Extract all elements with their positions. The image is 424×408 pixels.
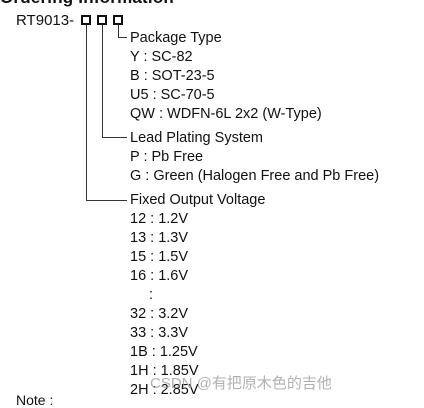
voltage-option-32: 32 : 3.2V <box>130 306 189 322</box>
voltage-option-2h: 2H : 2.85V <box>130 382 199 398</box>
plating-option-p: P : Pb Free <box>130 149 204 165</box>
voltage-option-16: 16 : 1.6V <box>130 268 189 284</box>
part-number: RT9013- <box>16 12 74 29</box>
voltage-option-33: 33 : 3.3V <box>130 325 189 341</box>
code-box-1 <box>81 15 91 25</box>
voltage-ellipsis: : <box>149 287 154 303</box>
voltage-option-12: 12 : 1.2V <box>130 211 189 227</box>
package-type-title: Package Type <box>130 30 222 46</box>
voltage-option-1h: 1H : 1.85V <box>130 363 199 379</box>
package-option-qw: QW : WDFN-6L 2x2 (W-Type) <box>130 106 322 122</box>
lead-plating-title: Lead Plating System <box>130 130 263 146</box>
output-voltage-title: Fixed Output Voltage <box>130 192 266 208</box>
watermark: CSDN @有把原木色的吉他 <box>150 375 332 392</box>
part-prefix: RT9013- <box>16 12 75 29</box>
plating-option-g: G : Green (Halogen Free and Pb Free) <box>130 168 380 184</box>
voltage-option-15: 15 : 1.5V <box>130 249 189 265</box>
note-label: Note : <box>16 392 54 408</box>
package-option-u5: U5 : SC-70-5 <box>130 87 215 103</box>
code-box-3 <box>113 15 123 25</box>
package-option-y: Y : SC-82 <box>130 49 193 65</box>
code-box-2 <box>97 15 107 25</box>
package-option-b: B : SOT-23-5 <box>130 68 215 84</box>
voltage-option-13: 13 : 1.3V <box>130 230 189 246</box>
voltage-option-1b: 1B : 1.25V <box>130 344 198 360</box>
section-heading: Ordering Information <box>0 0 174 8</box>
